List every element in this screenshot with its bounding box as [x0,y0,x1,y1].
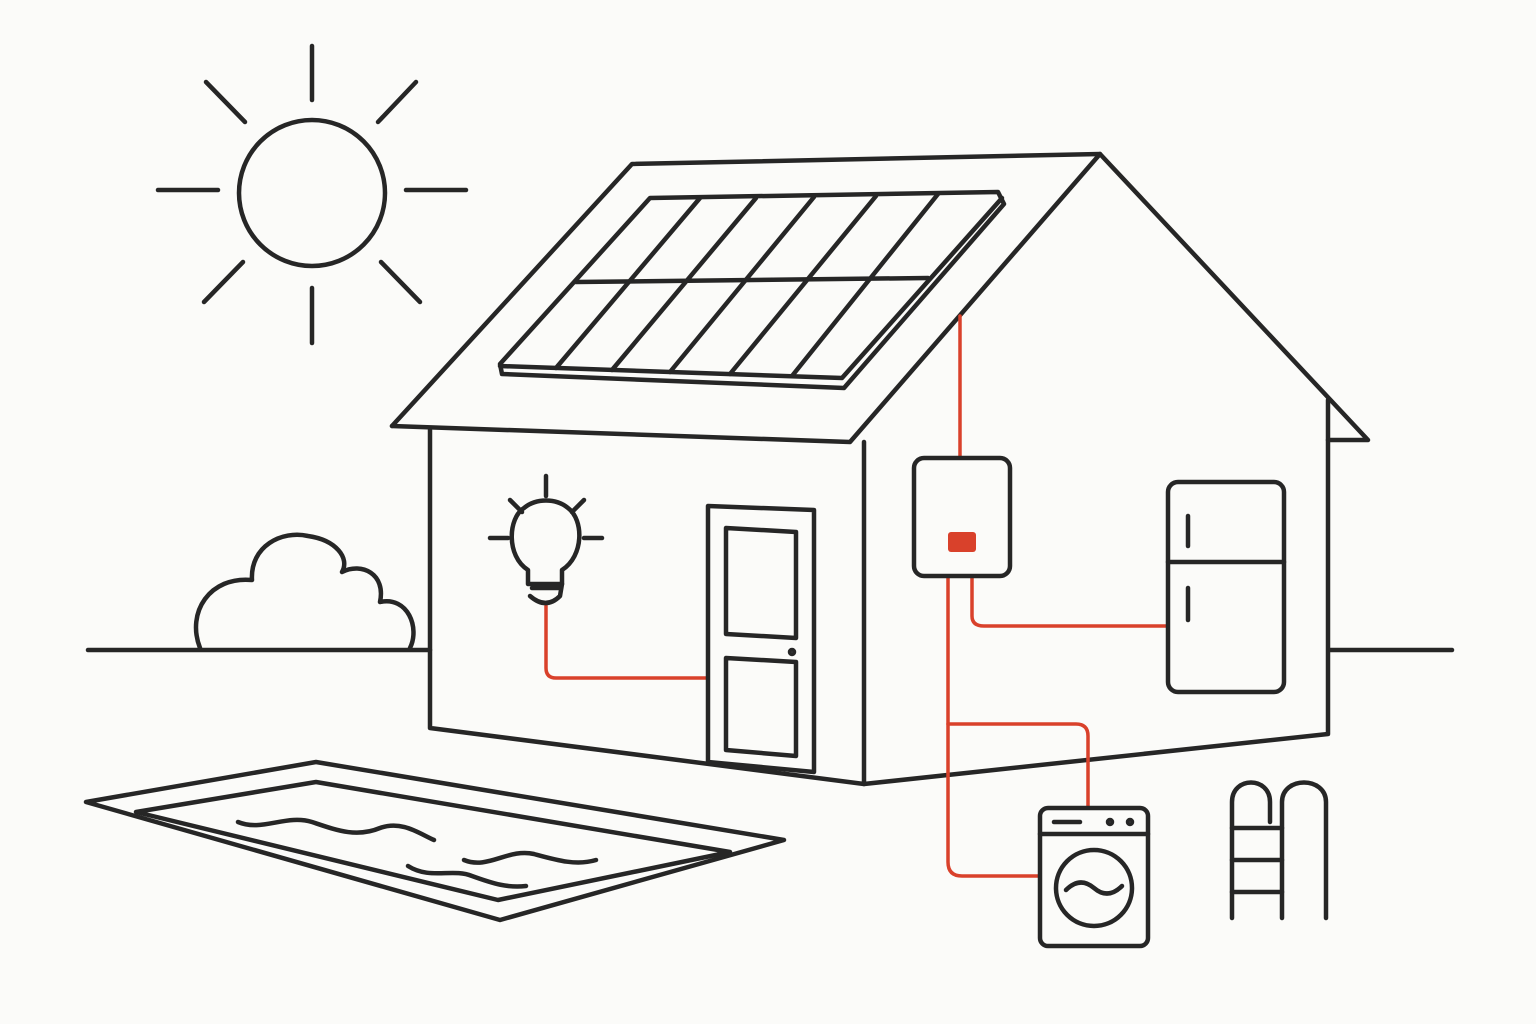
washing-machine-icon [1037,805,1151,949]
sun-icon [155,43,469,346]
wire-to-light-bulb [544,604,710,680]
pool-ladder-icon [1229,780,1329,921]
wire-branch-to-washer-top [946,722,1090,808]
wiring [544,314,1168,878]
door-handle [787,647,797,657]
refrigerator-icon [1165,479,1287,695]
wire-inverter-to-fridge [970,574,1168,628]
inverter-indicator-light [948,532,976,552]
cloud-icon [193,532,416,651]
house [389,151,1371,787]
door [705,503,817,775]
inverter-icon [911,455,1013,579]
solar-panel-icon [497,189,1007,391]
swimming-pool-icon [83,759,787,923]
wire-inverter-to-washer [946,574,1042,878]
light-bulb-icon [487,473,605,606]
